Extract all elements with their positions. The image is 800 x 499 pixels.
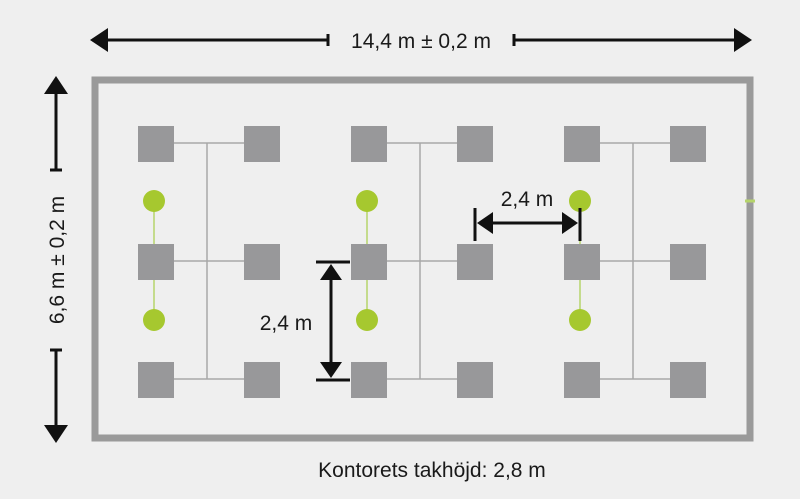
desk — [564, 126, 600, 162]
desk — [457, 244, 493, 280]
height-dimension: 6,6 m ± 0,2 m — [44, 76, 69, 443]
sensor-dot — [143, 190, 165, 212]
desk — [670, 244, 706, 280]
ceiling-height-caption: Kontorets takhöjd: 2,8 m — [318, 459, 546, 482]
sensor-dot — [569, 190, 591, 212]
sensor-dot — [356, 309, 378, 331]
desk — [564, 362, 600, 398]
sensor-dot — [143, 309, 165, 331]
desk — [138, 362, 174, 398]
width-dimension: 14,4 m ± 0,2 m — [90, 28, 752, 53]
desk — [244, 362, 280, 398]
height-label: 6,6 m ± 0,2 m — [46, 196, 69, 324]
desk — [244, 126, 280, 162]
horizontal-spacing-label: 2,4 m — [501, 188, 554, 211]
sensor-dot — [356, 190, 378, 212]
width-label: 14,4 m ± 0,2 m — [351, 30, 491, 53]
room-outline — [91, 76, 754, 442]
desk — [670, 126, 706, 162]
desk — [138, 126, 174, 162]
desk — [564, 244, 600, 280]
desk — [670, 362, 706, 398]
desk — [138, 244, 174, 280]
desk-clusters — [138, 126, 706, 398]
desk — [457, 362, 493, 398]
desk — [351, 244, 387, 280]
desk — [351, 126, 387, 162]
sensor-dot — [569, 309, 591, 331]
desk — [457, 126, 493, 162]
desk — [244, 244, 280, 280]
desk — [351, 362, 387, 398]
vertical-spacing-dimension: 2,4 m — [260, 260, 350, 382]
vertical-spacing-label: 2,4 m — [260, 312, 313, 335]
horizontal-spacing-dimension: 2,4 m — [473, 188, 582, 241]
